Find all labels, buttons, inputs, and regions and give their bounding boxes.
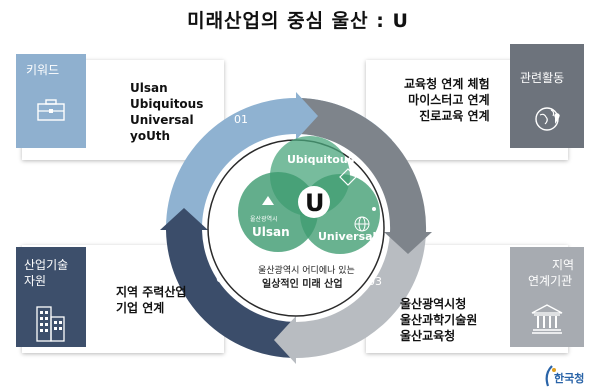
center-caption-line1: 울산광역시 어디에나 있는 xyxy=(258,264,355,276)
activity-text: 교육청 연계 체험 마이스터고 연계 진로교육 연계 xyxy=(404,76,490,124)
keyword-line-1: Ulsan xyxy=(130,81,168,95)
diagram-title: 미래산업의 중심 울산 : U xyxy=(187,10,409,32)
venn-label-ubiquitous: Ubiquitous xyxy=(287,153,355,166)
institution-tab: 지역 연계기관 xyxy=(510,247,584,347)
ring-arrow-01 xyxy=(296,92,318,140)
center-u-badge xyxy=(298,186,330,218)
institution-icon xyxy=(531,304,563,334)
ring-arrow-02 xyxy=(384,232,432,254)
industry-line-2: 기업 연계 xyxy=(116,301,165,315)
institution-label-line-1: 지역 xyxy=(552,258,575,272)
logo-text: 한국청 xyxy=(554,372,585,385)
industry-tab: 산업기술 자원 xyxy=(16,247,86,347)
activity-line-3: 진로교육 연계 xyxy=(419,109,490,123)
buildings-icon xyxy=(36,306,65,342)
keyword-label: 키워드 xyxy=(26,63,60,77)
institution-line-3: 울산교육청 xyxy=(400,329,456,343)
industry-text: 지역 주력산업 기업 연계 xyxy=(116,284,186,316)
activity-label: 관련활동 xyxy=(520,71,565,85)
institution-line-2: 울산과학기술원 xyxy=(400,313,478,327)
ring-arrow-03 xyxy=(274,316,296,364)
activity-tab: 관련활동 xyxy=(510,44,584,148)
keyword-text: Ulsan Ubiquitous Universal yoUth xyxy=(130,80,203,144)
venn-label-ulsan-small: 울산광역시 xyxy=(250,215,278,223)
venn-ulsan xyxy=(238,172,318,252)
ring-number-02: 02 xyxy=(382,118,396,131)
ring-number-03: 03 xyxy=(368,275,382,288)
venn-label-ulsan: Ulsan xyxy=(252,225,290,239)
institution-text: 울산광역시청 울산과학기술원 울산교육청 xyxy=(400,296,477,344)
star-dot-icon xyxy=(372,207,376,211)
center-u-letter: U xyxy=(305,189,325,217)
ring-segment-03 xyxy=(296,232,426,358)
keyword-line-4: yoUth xyxy=(130,129,171,143)
briefcase-icon xyxy=(37,99,65,121)
ulsan-emblem-icon xyxy=(262,196,274,205)
ring-arrow-04 xyxy=(160,208,208,230)
institution-label-line-2: 연계기관 xyxy=(528,274,573,288)
activity-line-2: 마이스터고 연계 xyxy=(408,93,490,107)
logo-mark-icon xyxy=(545,365,556,387)
ring-number-01: 01 xyxy=(234,113,248,126)
industry-label-line-2: 자원 xyxy=(24,274,47,288)
keyword-line-3: Universal xyxy=(130,113,194,127)
venn-label-universal: Universal xyxy=(318,230,376,243)
industry-line-1: 지역 주력산업 xyxy=(116,285,187,299)
globe-icon xyxy=(354,216,370,232)
globe-pin-icon xyxy=(535,107,560,131)
ring-segment-02 xyxy=(300,98,427,232)
industry-label-line-1: 산업기술 xyxy=(24,258,69,272)
center-caption-line2: 일상적인 미래 산업 xyxy=(262,277,343,290)
institution-line-1: 울산광역시청 xyxy=(400,297,467,311)
activity-line-1: 교육청 연계 체험 xyxy=(404,77,490,91)
keyword-tab: 키워드 xyxy=(16,54,86,148)
org-logo: 한국청 xyxy=(540,356,596,392)
keyword-line-2: Ubiquitous xyxy=(130,97,204,111)
diamond-icon xyxy=(339,168,357,186)
ring-segment-04 xyxy=(166,230,296,359)
